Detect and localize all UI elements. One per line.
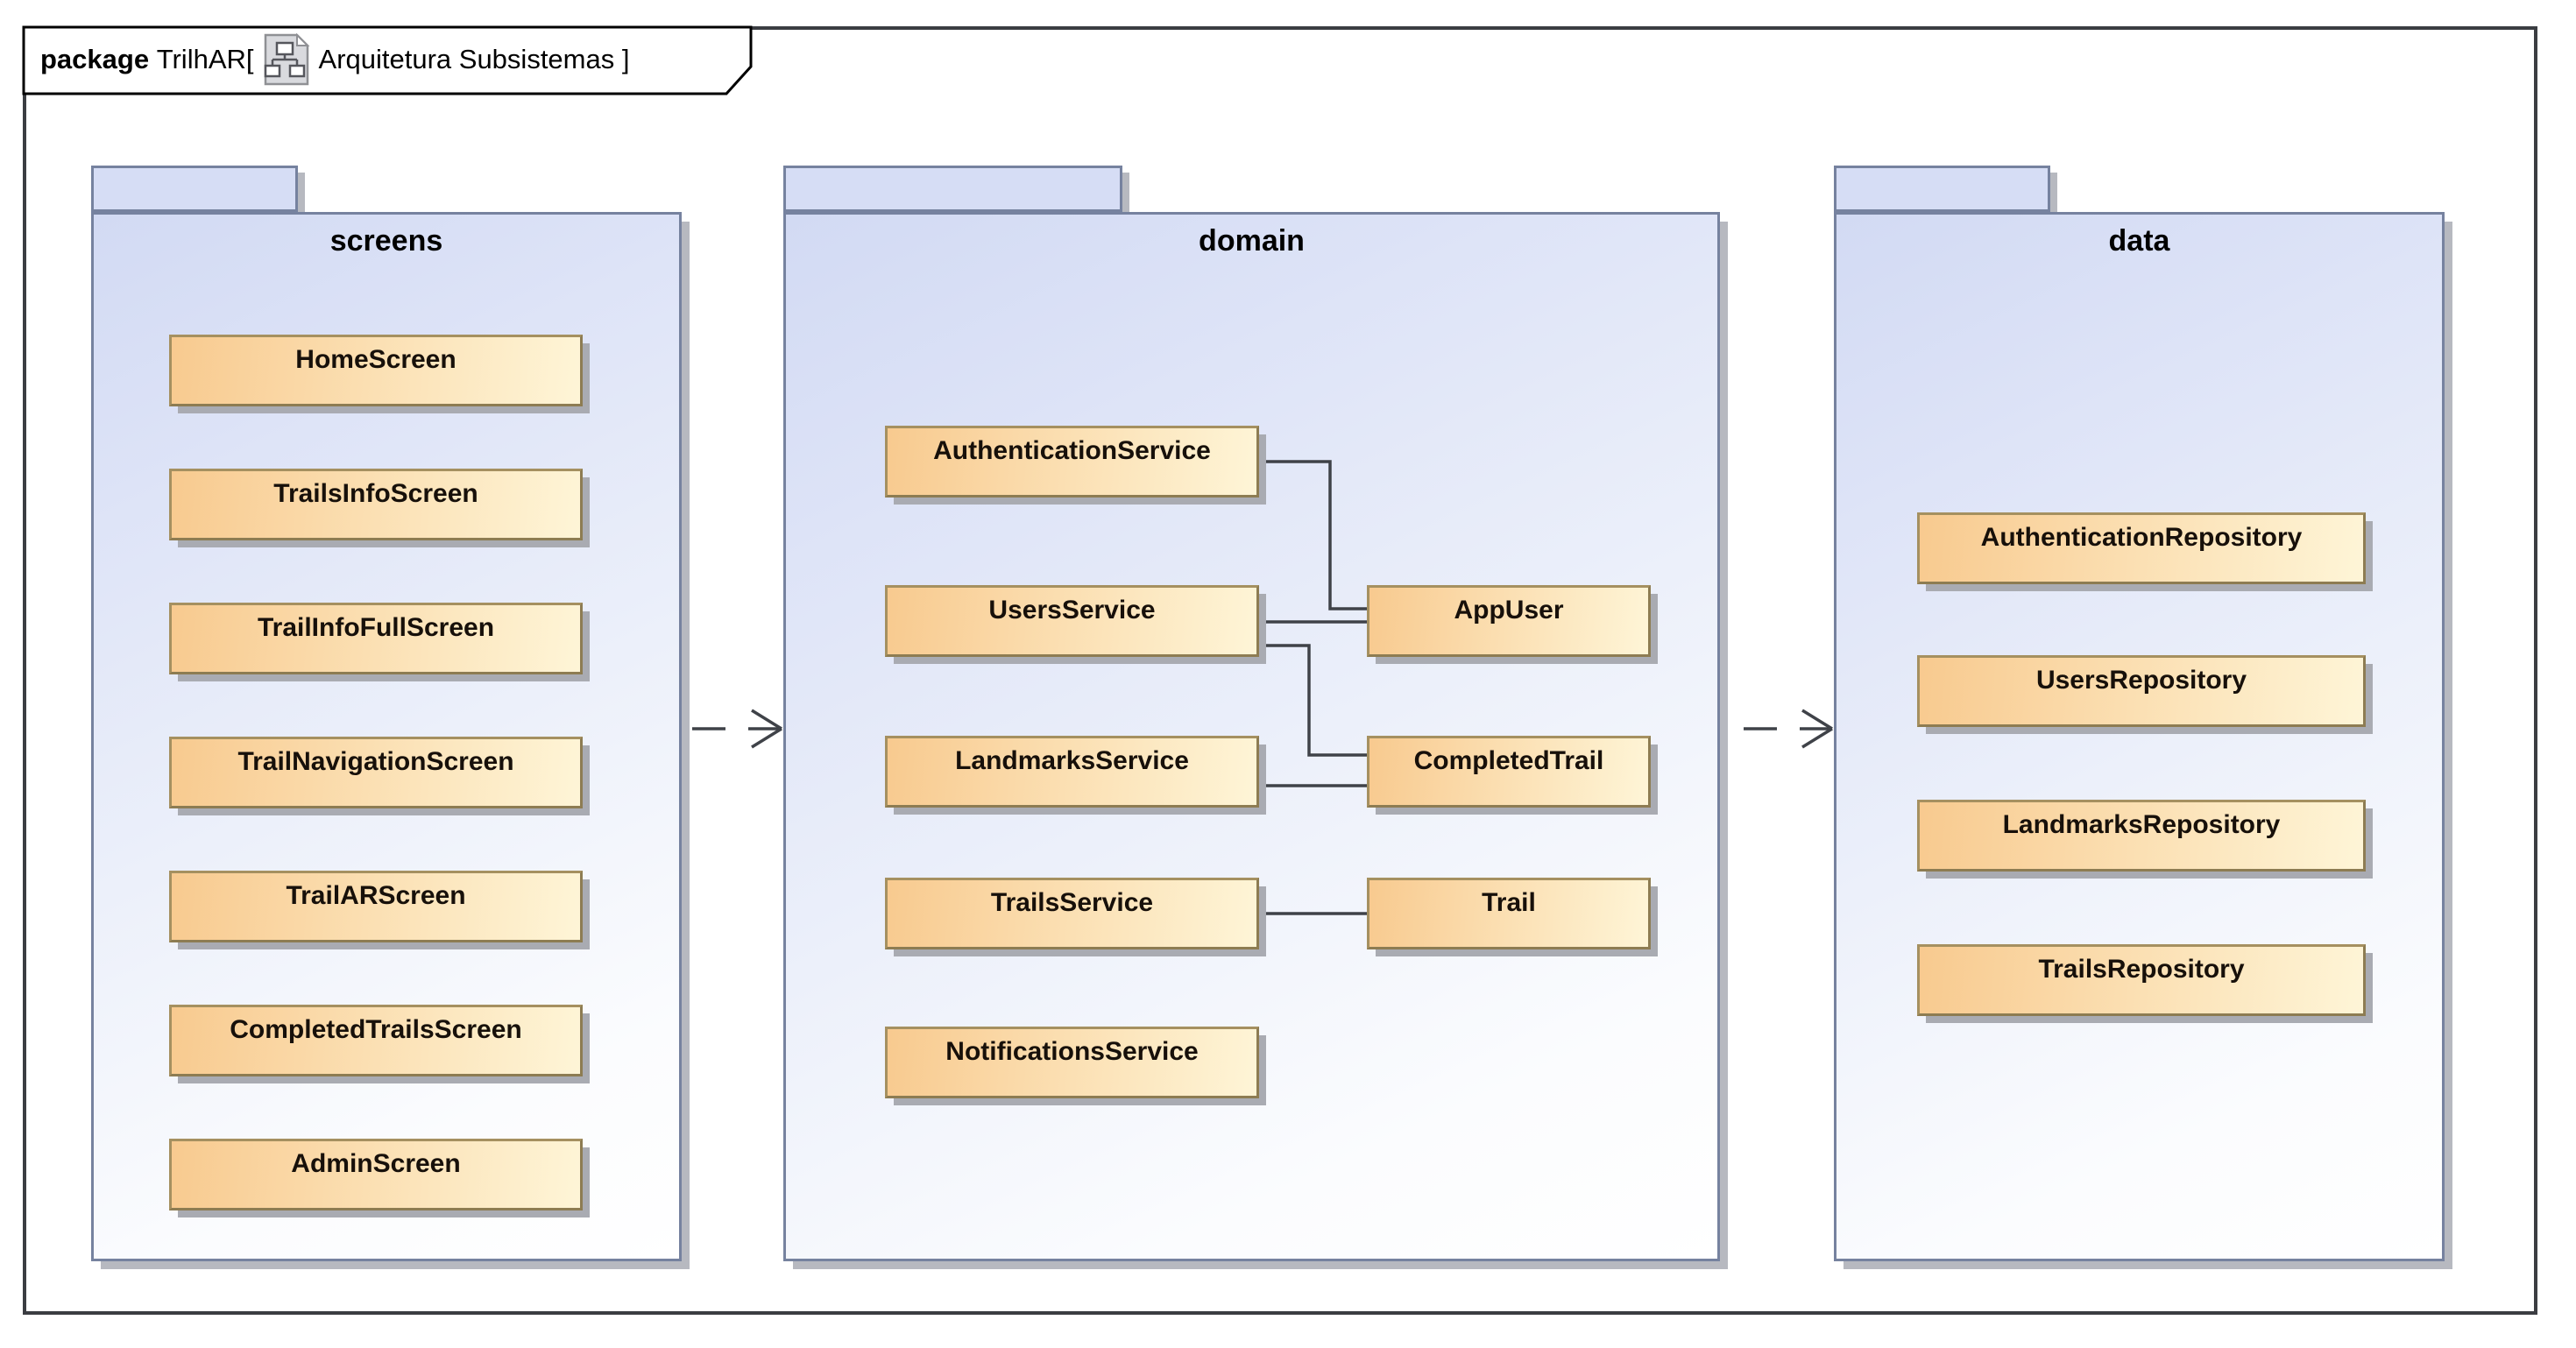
class-adminscreen[interactable]: AdminScreen xyxy=(169,1139,583,1210)
class-label: TrailsService xyxy=(990,888,1154,917)
class-completedtrail[interactable]: CompletedTrail xyxy=(1367,736,1651,808)
class-label: TrailInfoFullScreen xyxy=(257,613,495,642)
class-label: CompletedTrailsScreen xyxy=(230,1015,522,1044)
class-notificationsservice[interactable]: NotificationsService xyxy=(885,1027,1259,1098)
class-homescreen[interactable]: HomeScreen xyxy=(169,335,583,406)
class-label: AdminScreen xyxy=(291,1149,461,1178)
class-label: LandmarksService xyxy=(955,746,1189,775)
class-trailarscreen[interactable]: TrailARScreen xyxy=(169,871,583,942)
package-keyword: package xyxy=(40,44,150,74)
dependency-arrow-domain-data xyxy=(1744,709,1833,749)
class-label: AppUser xyxy=(1454,596,1564,625)
class-trailsinfoscreen[interactable]: TrailsInfoScreen xyxy=(169,469,583,540)
class-label: TrailsInfoScreen xyxy=(273,479,478,508)
class-landmarksrepository[interactable]: LandmarksRepository xyxy=(1917,800,2366,872)
connector-usersservice-completedtrail xyxy=(1259,644,1367,757)
class-label: HomeScreen xyxy=(295,345,456,374)
package-domain-tab xyxy=(783,166,1122,212)
package-screens-tab xyxy=(91,166,298,212)
class-label: TrailARScreen xyxy=(286,881,466,910)
class-trail[interactable]: Trail xyxy=(1367,878,1651,949)
diagram-frame xyxy=(23,26,2537,1315)
package-domain-label: domain xyxy=(1199,224,1305,258)
class-authenticationrepository[interactable]: AuthenticationRepository xyxy=(1917,512,2366,584)
dependency-arrow-screens-domain xyxy=(692,709,782,749)
class-label: NotificationsService xyxy=(945,1037,1199,1066)
class-label: UsersService xyxy=(988,596,1156,625)
package-data[interactable] xyxy=(1834,212,2445,1261)
diagram-title: TrilhAR[ xyxy=(156,44,254,74)
class-label: LandmarksRepository xyxy=(2002,810,2281,839)
class-authenticationservice[interactable]: AuthenticationService xyxy=(885,426,1259,498)
class-landmarksservice[interactable]: LandmarksService xyxy=(885,736,1259,808)
class-trailsservice[interactable]: TrailsService xyxy=(885,878,1259,949)
class-label: CompletedTrail xyxy=(1413,746,1604,775)
class-trailinfofullscreen[interactable]: TrailInfoFullScreen xyxy=(169,603,583,674)
class-label: TrailNavigationScreen xyxy=(237,747,514,776)
class-completedtrailsscreen[interactable]: CompletedTrailsScreen xyxy=(169,1005,583,1076)
class-usersrepository[interactable]: UsersRepository xyxy=(1917,655,2366,727)
class-trailnavigationscreen[interactable]: TrailNavigationScreen xyxy=(169,737,583,808)
class-usersservice[interactable]: UsersService xyxy=(885,585,1259,657)
package-data-label: data xyxy=(2108,224,2170,258)
connector-authenticationservice-appuser xyxy=(1259,460,1367,610)
diagram-title-tab: package TrilhAR[ Arquitetura Subsistemas… xyxy=(23,28,748,91)
class-label: TrailsRepository xyxy=(2038,955,2245,984)
class-label: UsersRepository xyxy=(2035,666,2247,695)
class-trailsrepository[interactable]: TrailsRepository xyxy=(1917,944,2366,1016)
diagram-title-tab-shape xyxy=(22,25,753,95)
class-appuser[interactable]: AppUser xyxy=(1367,585,1651,657)
class-label: AuthenticationService xyxy=(933,436,1211,465)
diagram-subtitle: Arquitetura Subsistemas ] xyxy=(318,44,630,74)
class-label: AuthenticationRepository xyxy=(1980,523,2303,552)
class-label: Trail xyxy=(1482,888,1536,917)
package-screens-label: screens xyxy=(329,224,443,258)
diagram-icon xyxy=(264,32,309,86)
package-data-tab xyxy=(1834,166,2050,212)
